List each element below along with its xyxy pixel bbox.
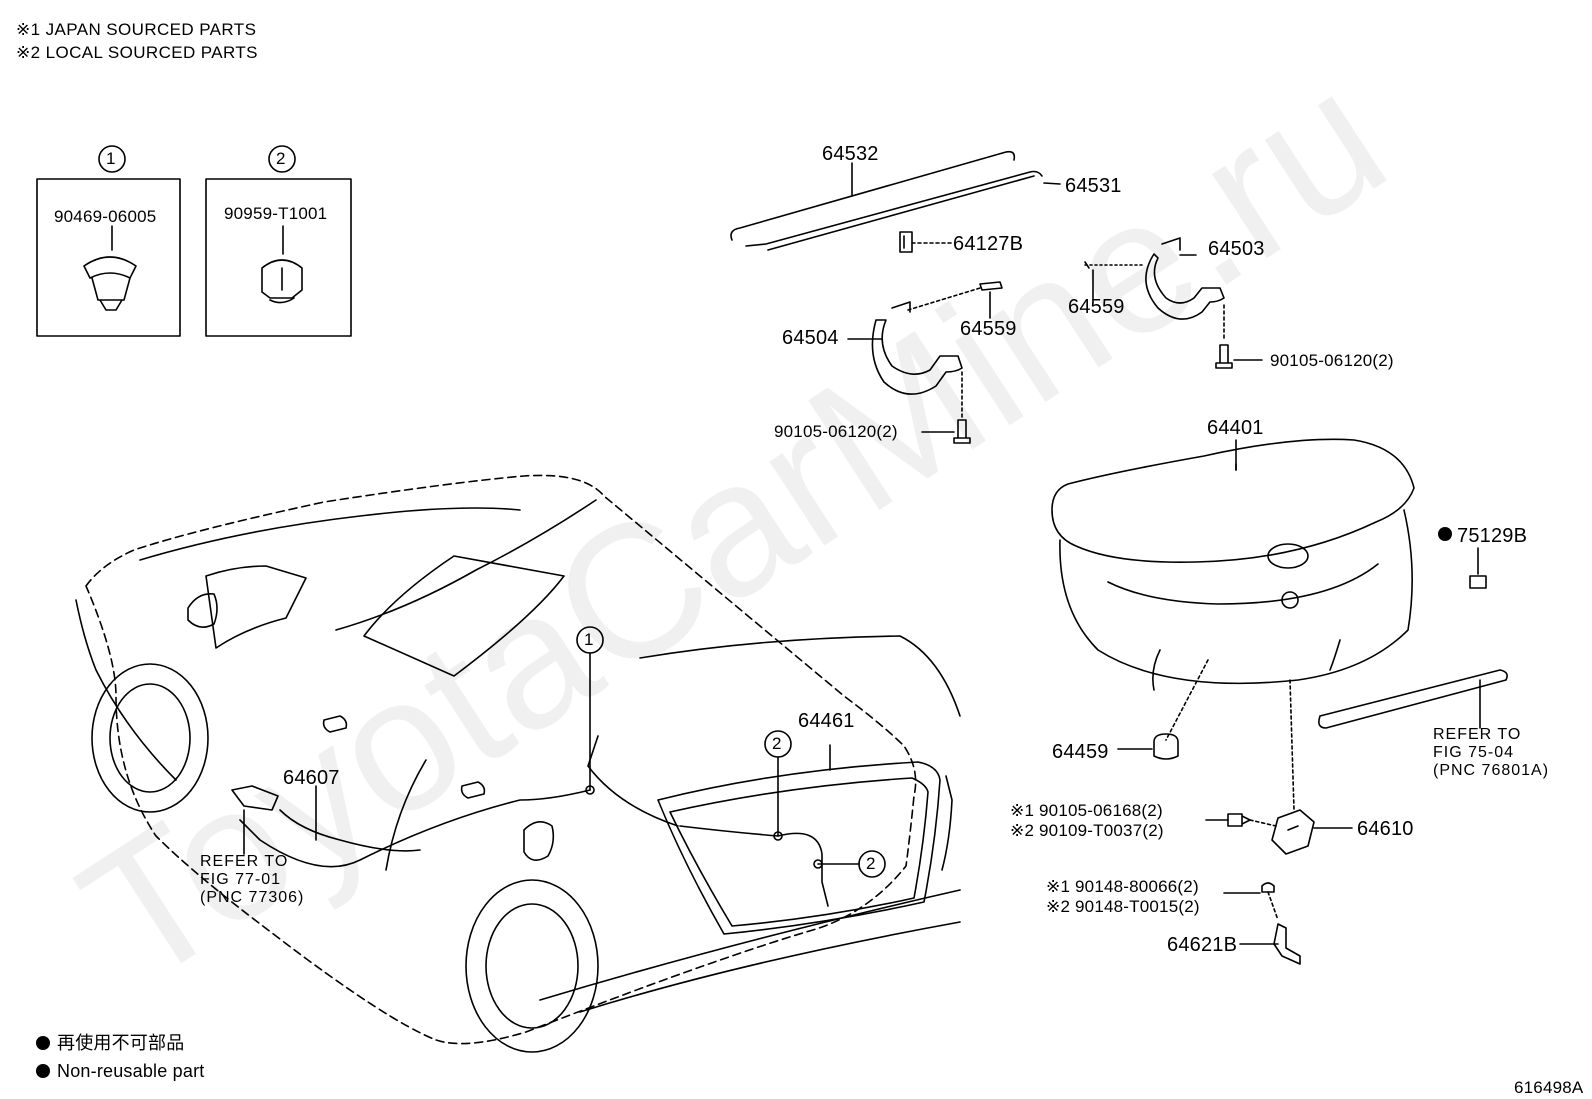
pin-64559-left-icon: [979, 281, 1003, 291]
inset-box-1: [36, 178, 181, 337]
part-64503[interactable]: 64503: [1208, 238, 1265, 260]
part-64459[interactable]: 64459: [1052, 741, 1109, 763]
bolt-90105-right-icon: [1215, 344, 1233, 369]
part-64531[interactable]: 64531: [1065, 175, 1122, 197]
ref-left-line2[interactable]: FIG 77-01: [200, 871, 282, 888]
ref-left-line1: REFER TO: [200, 853, 289, 870]
figure-id: 616498A: [1514, 1078, 1584, 1097]
bracket-64621B-icon: [1273, 923, 1301, 965]
ref-right-line2[interactable]: FIG 75-04: [1433, 744, 1515, 761]
stop-lamp-strip: [1318, 669, 1508, 729]
hinge-64503: [1145, 253, 1225, 320]
part-90105-06120-right[interactable]: 90105-06120(2): [1270, 351, 1394, 370]
hinge-64504: [871, 319, 963, 395]
inset-marker-2: 2: [276, 149, 286, 168]
legend-dot-en: [36, 1064, 50, 1078]
part-90105-06168[interactable]: ※1 90105-06168(2): [1010, 801, 1163, 820]
car-body: [85, 474, 917, 1045]
bumper-64459-icon: [1153, 733, 1179, 760]
bolt-90105-left-icon: [953, 419, 971, 444]
note-local-sourced: ※2 LOCAL SOURCED PARTS: [16, 43, 258, 62]
nonreusable-dot-75129B: [1438, 527, 1452, 541]
legend-text-jp: 再使用不可部品: [57, 1033, 185, 1053]
car-marker-1: 1: [584, 630, 594, 649]
part-75129B[interactable]: 75129B: [1457, 525, 1528, 547]
part-64559-right[interactable]: 64559: [1068, 296, 1125, 318]
part-64607[interactable]: 64607: [283, 767, 340, 789]
inset-marker-1-circle: [98, 145, 126, 173]
part-90105-06120-left[interactable]: 90105-06120(2): [774, 422, 898, 441]
legend-text-en: Non-reusable part: [57, 1061, 205, 1081]
legend-dot-jp: [36, 1036, 50, 1050]
clip-90469-icon: [83, 256, 137, 311]
front-wheel: [91, 663, 209, 813]
note-japan-sourced: ※1 JAPAN SOURCED PARTS: [16, 20, 257, 39]
pad-75129B-icon: [1469, 575, 1487, 589]
trunk-lid-64401: [1051, 438, 1415, 563]
part-64532[interactable]: 64532: [822, 143, 879, 165]
inset-box-2: [205, 178, 352, 337]
part-90109-T0037[interactable]: ※2 90109-T0037(2): [1010, 821, 1164, 840]
rod-64532: [730, 150, 1016, 241]
part-90959-T1001[interactable]: 90959-T1001: [224, 204, 328, 223]
clip-64127B-icon: [899, 231, 913, 253]
part-90469-06005[interactable]: 90469-06005: [54, 207, 157, 226]
bolt-90105-06168-icon: [1227, 813, 1251, 827]
part-64621B[interactable]: 64621B: [1167, 934, 1238, 956]
part-64504[interactable]: 64504: [782, 327, 839, 349]
rear-wheel: [465, 879, 599, 1053]
ref-right-line3: (PNC 76801A): [1433, 762, 1550, 779]
part-64559-left[interactable]: 64559: [960, 318, 1017, 340]
trunk-opening: [657, 761, 941, 935]
part-64127B[interactable]: 64127B: [953, 233, 1024, 255]
part-90148-80066[interactable]: ※1 90148-80066(2): [1046, 877, 1199, 896]
part-90148-T0015[interactable]: ※2 90148-T0015(2): [1046, 897, 1200, 916]
clip-90148-icon: [1261, 882, 1275, 893]
car-marker-2a: 2: [772, 734, 782, 753]
clamp-90959-icon: [261, 259, 303, 304]
lock-64610-icon: [1271, 809, 1315, 855]
connector-64607: [231, 785, 279, 811]
part-64610[interactable]: 64610: [1357, 818, 1414, 840]
inset-marker-1: 1: [106, 149, 116, 168]
part-64401[interactable]: 64401: [1207, 417, 1264, 439]
ref-right-line1: REFER TO: [1433, 726, 1522, 743]
car-marker-2b: 2: [866, 854, 876, 873]
inset-marker-2-circle: [268, 145, 296, 173]
part-64461[interactable]: 64461: [798, 710, 855, 732]
ref-left-line3: (PNC 77306): [200, 889, 305, 906]
